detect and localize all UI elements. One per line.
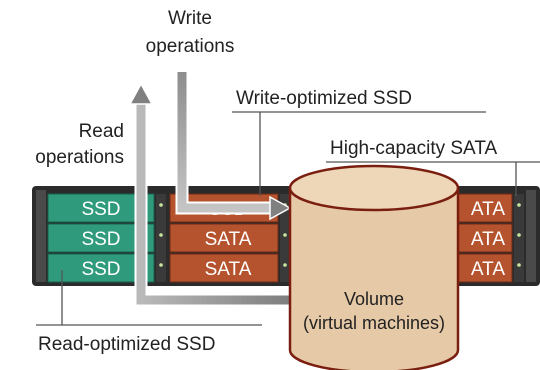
high-capacity-sata-label: High-capacity SATA: [330, 138, 498, 159]
write-operations-arrow: [175, 72, 292, 221]
drive-sata-orange-2: [169, 253, 279, 283]
read-operations-label: Read operations: [35, 121, 124, 168]
drive-label: ATA: [471, 199, 505, 220]
drive-label: SSD: [81, 229, 120, 250]
drive-label: SSD: [81, 199, 120, 220]
volume-cylinder: [288, 164, 460, 370]
leader-lines: [36, 111, 540, 326]
drive-label: SATA: [205, 229, 252, 250]
write-operations-label: Write operations: [145, 8, 235, 57]
drive-label: ATA: [471, 229, 505, 250]
read-optimized-ssd-label: Read-optimized SSD: [38, 334, 216, 355]
drive-label: ATA: [471, 259, 505, 280]
drive-label: SSD: [81, 259, 120, 280]
drive-sata-orange-1: [169, 223, 279, 253]
write-optimized-ssd-label: Write-optimized SSD: [236, 88, 412, 109]
drive-label: SATA: [205, 259, 252, 280]
read-operations-arrow: [128, 82, 292, 307]
volume-label: Volume (virtual machines): [302, 289, 446, 333]
